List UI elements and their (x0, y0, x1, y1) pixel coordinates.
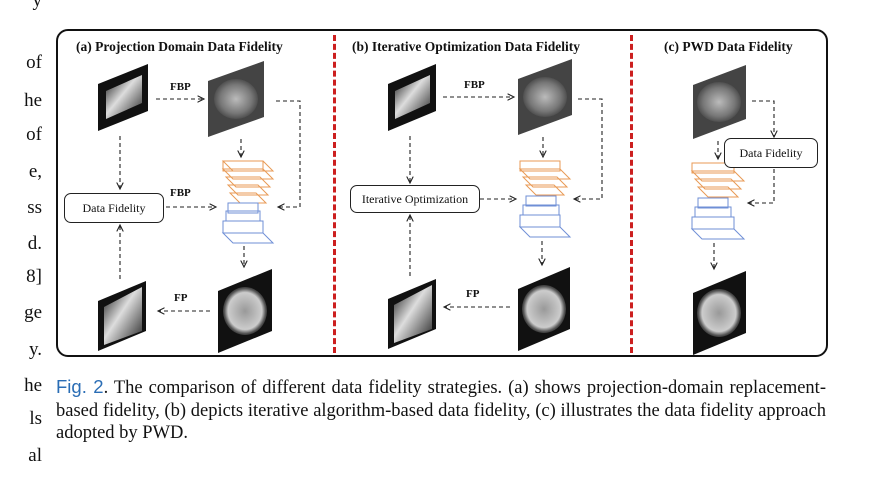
panel-c-graphics (690, 65, 774, 355)
text-fragment: y (32, 0, 43, 11)
data-fidelity-box: Data Fidelity (64, 193, 164, 223)
panel-divider (333, 35, 336, 353)
text-fragment: of (26, 124, 42, 145)
panel-b-title: (b) Iterative Optimization Data Fidelity (352, 39, 580, 54)
ct-fbp-image (693, 65, 746, 139)
figure-label: Fig. 2 (56, 376, 104, 397)
text-fragment: he (24, 375, 42, 396)
panel-divider (630, 35, 633, 353)
text-fragment: 8] (26, 266, 42, 287)
text-fragment: ge (24, 302, 42, 323)
diagram-graphics (98, 59, 830, 355)
sinogram-output-image (388, 279, 436, 349)
text-fragment: he (24, 90, 42, 111)
fp-label: FP (174, 292, 188, 304)
network-layers (221, 160, 275, 244)
sinogram-image (388, 64, 436, 131)
caption-text: . The comparison of different data fidel… (56, 378, 826, 443)
fbp-label: FBP (464, 79, 485, 91)
network-layers (518, 160, 572, 238)
panel-b-graphics (388, 59, 603, 351)
panel-c-title: (c) PWD Data Fidelity (664, 39, 793, 54)
sinogram-image (98, 64, 148, 131)
fbp-label: FBP (170, 81, 191, 93)
ct-fbp-image (208, 61, 264, 137)
ct-output-image (693, 271, 746, 355)
text-fragment: ls (29, 408, 42, 429)
text-fragment: ss (27, 197, 42, 218)
text-fragment: y. (28, 339, 42, 360)
figure-caption: Fig. 2. The comparison of different data… (56, 376, 826, 445)
text-fragment: e, (28, 161, 42, 182)
panel-a-title: (a) Projection Domain Data Fidelity (76, 39, 283, 54)
text-fragment: al (28, 445, 42, 466)
ct-fbp-image (518, 59, 572, 135)
iterative-optimization-box: Iterative Optimization (350, 185, 480, 213)
data-fidelity-box: Data Fidelity (724, 138, 818, 168)
ct-output-image (518, 267, 570, 351)
previous-column-text: y of he of e, ss d. 8] ge y. he ls al (0, 0, 50, 488)
fp-label: FP (466, 288, 480, 300)
network-layers (690, 162, 746, 240)
ct-output-image (218, 269, 272, 353)
sinogram-output-image (98, 281, 146, 351)
fbp-label: FBP (170, 187, 191, 199)
text-fragment: d. (27, 233, 42, 254)
text-fragment: of (26, 52, 42, 73)
panel-a-graphics (98, 61, 301, 353)
figure-diagram: (a) Projection Domain Data Fidelity (b) … (56, 29, 828, 357)
